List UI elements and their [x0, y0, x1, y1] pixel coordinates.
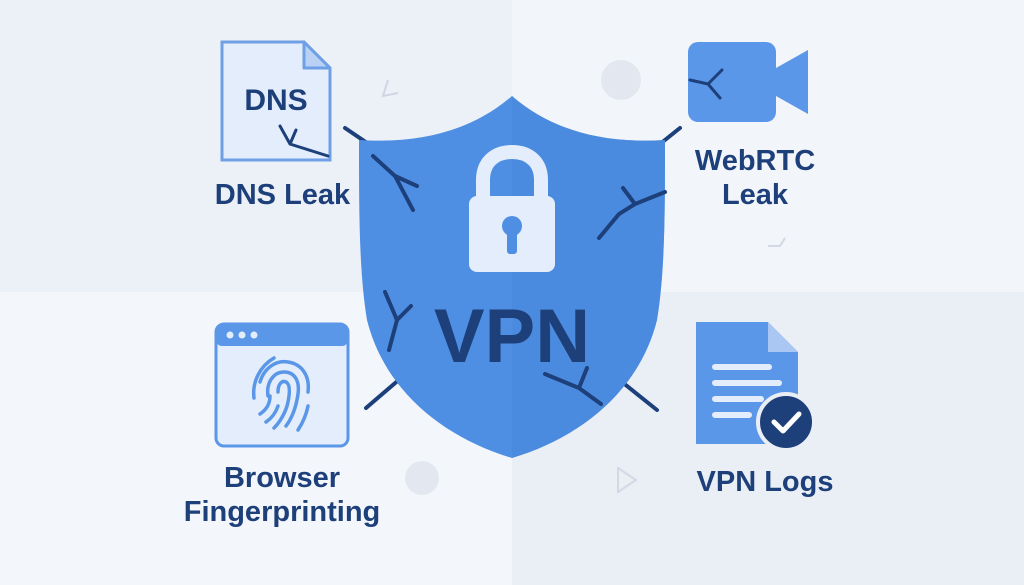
fingerprint-icon: [251, 356, 311, 432]
shield-vpn-text: VPN: [434, 294, 590, 379]
shield-crack: [371, 154, 419, 212]
shield-lock-icon: VPN: [359, 96, 667, 458]
fingerprint-ridge: [296, 404, 310, 432]
decor-mark: [381, 79, 399, 98]
decor-circle: [405, 461, 439, 495]
fingerprint-ridge: [251, 356, 276, 400]
camera-body: [688, 42, 776, 122]
browser-dot: [250, 331, 258, 339]
dns-doc-text: DNS: [244, 84, 307, 117]
fingerprint-ridge: [272, 379, 292, 430]
camera-crack: [688, 68, 724, 100]
dns-doc-crack: [278, 124, 330, 158]
shield-crack: [383, 290, 413, 352]
shield-crack: [543, 366, 603, 406]
logs-doc-fold: [768, 322, 798, 352]
browser-dot: [238, 331, 246, 339]
document-check-icon: [696, 322, 816, 452]
decor-mark: [768, 237, 786, 247]
fingerprint-ridge: [264, 404, 280, 424]
dns-doc-fold: [302, 40, 332, 70]
logs-doc-line: [712, 396, 764, 402]
label-browser-line2: Fingerprinting: [183, 496, 381, 528]
camera-lens: [776, 50, 808, 114]
fingerprint-ridge: [265, 370, 301, 428]
check-icon: [771, 411, 802, 434]
fingerprint-ridge: [258, 394, 272, 416]
label-browser-line1: Browser: [223, 462, 341, 494]
fingerprint-ridge: [258, 359, 311, 394]
lock-shackle: [476, 144, 548, 198]
browser-dot: [226, 331, 234, 339]
shield-crack: [597, 186, 667, 240]
check-badge: [756, 392, 816, 452]
browser-titlebar: [216, 324, 348, 346]
label-webrtc-line1: WebRTC: [694, 145, 816, 177]
label-browser-fingerprinting: Browser Fingerprinting: [172, 461, 392, 529]
lock-keyhole-slot: [507, 230, 517, 254]
decor-circle: [601, 60, 641, 100]
video-camera-icon: [688, 42, 808, 122]
label-dns-leak: DNS Leak: [214, 179, 351, 211]
label-vpn-logs: VPN Logs: [696, 466, 834, 498]
label-webrtc-line2: Leak: [721, 179, 789, 211]
browser-fingerprint-icon: [214, 322, 350, 448]
logs-doc-line: [712, 412, 752, 418]
dns-doc-body: [220, 40, 332, 162]
lock-keyhole: [502, 216, 522, 236]
logs-doc-line: [712, 380, 782, 386]
logs-doc-line: [712, 364, 772, 370]
shield-shade: [512, 96, 665, 458]
decor-mark: [617, 466, 638, 494]
label-webrtc-leak: WebRTC Leak: [680, 144, 830, 212]
dns-document-icon: DNS: [220, 40, 332, 162]
